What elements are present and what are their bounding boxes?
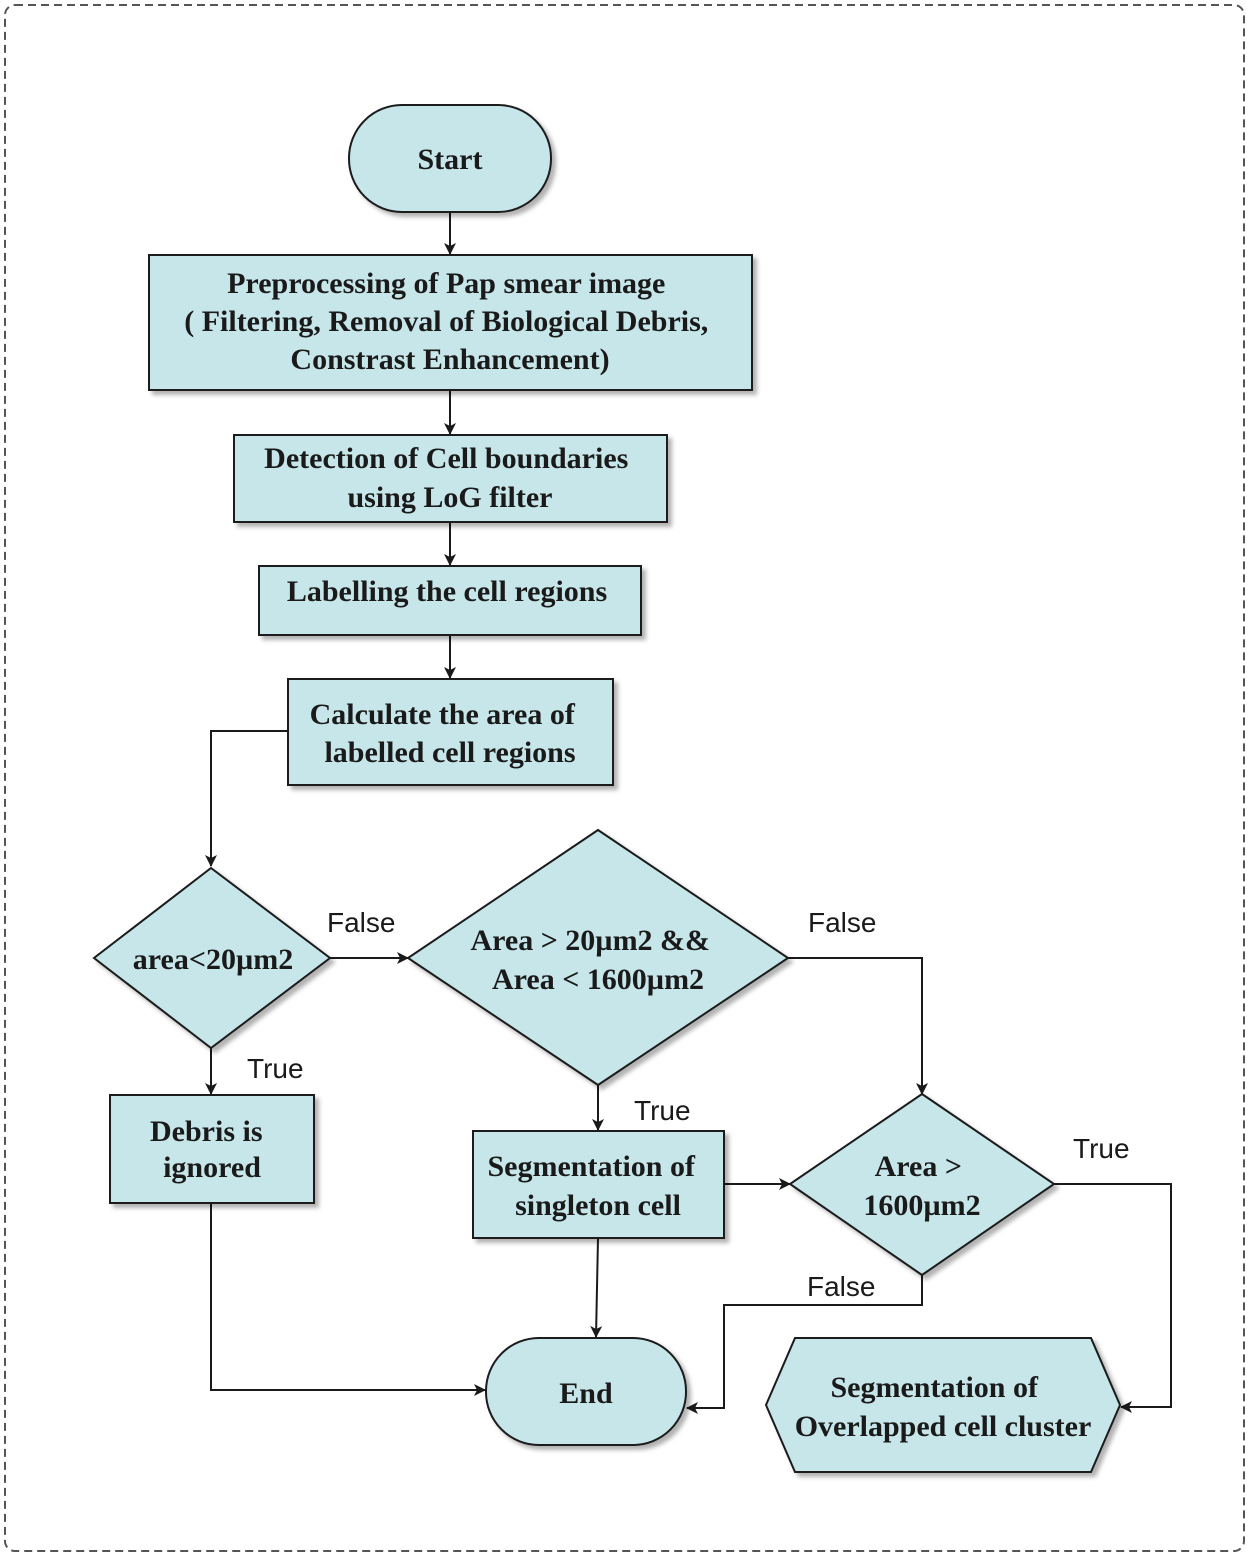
calc-text: Calculate the area of labelled cell regi… <box>310 698 583 769</box>
edge-debris-end <box>210 1203 486 1396</box>
label-dec1-false: False <box>327 907 395 938</box>
singleton-text: Segmentation of singleton cell <box>488 1150 703 1222</box>
label-dec3-true: True <box>1073 1133 1130 1164</box>
start-text: Start <box>418 143 483 176</box>
connectors <box>205 212 1172 1414</box>
edge-labels: False True False True True False <box>247 907 1130 1302</box>
edge-single-end <box>590 1237 603 1338</box>
detect-box: Detection of Cell boundaries using LoG f… <box>233 434 668 523</box>
label-dec3-false: False <box>807 1271 875 1302</box>
decision-area-lt-20: area<20µm2 <box>92 866 332 1050</box>
decision-area-gt-1600: Area > 1600µm2 <box>788 1092 1056 1277</box>
calc-box: Calculate the area of labelled cell regi… <box>287 678 614 786</box>
detect-text: Detection of Cell boundaries using LoG f… <box>264 442 636 514</box>
edge-calc-dec1 <box>205 730 288 867</box>
preprocess-box: Preprocessing of Pap smear image ( Filte… <box>148 254 753 391</box>
outer-border <box>4 4 1245 1552</box>
debris-box: Debris is ignored <box>109 1094 315 1204</box>
label-dec1-true: True <box>247 1053 304 1084</box>
debris-text: Debris is ignored <box>150 1115 270 1184</box>
start-node: Start <box>348 104 552 213</box>
label-box: Labelling the cell regions <box>258 565 642 636</box>
end-text: End <box>559 1377 613 1410</box>
preprocess-text: Preprocessing of Pap smear image ( Filte… <box>184 267 716 376</box>
decision-area-gt-1600-text: Area > 1600µm2 <box>863 1150 980 1222</box>
decision-area-range-text: Area > 20µm2 && Area < 1600µm2 <box>470 924 717 996</box>
label-dec2-false: False <box>808 907 876 938</box>
singleton-box: Segmentation of singleton cell <box>472 1130 725 1239</box>
overlap-hexagon: Segmentation of Overlapped cell cluster <box>764 1337 1122 1473</box>
end-node: End <box>485 1337 687 1446</box>
overlap-text: Segmentation of Overlapped cell cluster <box>795 1371 1092 1443</box>
label-text: Labelling the cell regions <box>287 575 607 608</box>
decision-area-lt-20-text: area<20µm2 <box>133 943 293 976</box>
edge-dec3-end <box>686 1275 923 1414</box>
edge-dec2-dec3 <box>788 957 928 1095</box>
edge-dec3-overlap <box>1054 1183 1172 1413</box>
decision-area-range: Area > 20µm2 && Area < 1600µm2 <box>406 828 790 1087</box>
label-dec2-true: True <box>634 1095 691 1126</box>
